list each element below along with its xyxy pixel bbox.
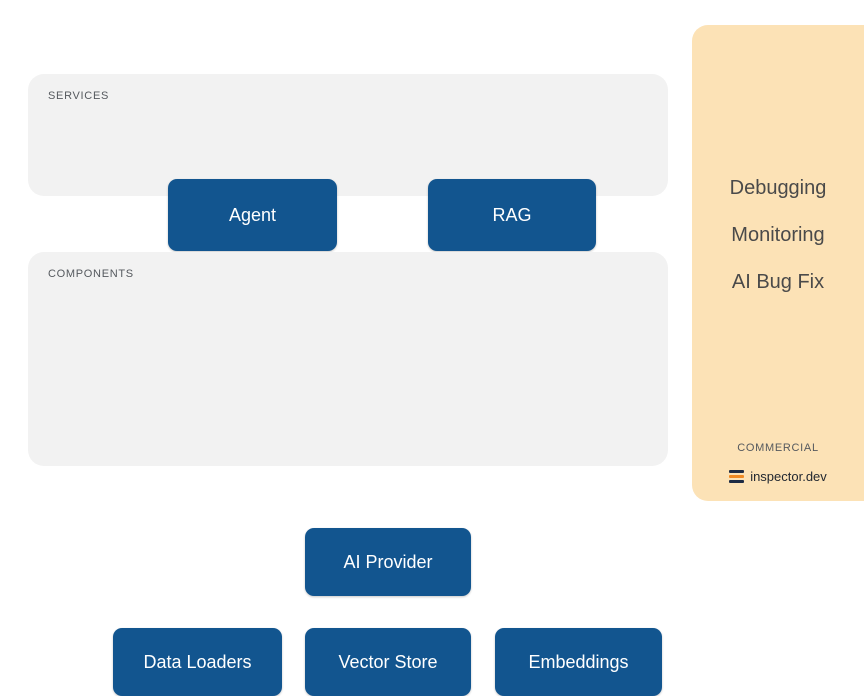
group-panel-components: COMPONENTS AI Provider Data Loaders Vect… — [28, 252, 668, 696]
commercial-label: COMMERCIAL — [737, 442, 819, 454]
commercial-sidebar: Debugging Monitoring AI Bug Fix COMMERCI… — [692, 25, 864, 501]
node-vector-store[interactable]: Vector Store — [305, 628, 471, 696]
sidebar-feature-monitoring: Monitoring — [731, 224, 825, 246]
group-panel-services: SERVICES Agent RAG — [28, 74, 668, 251]
sidebar-feature-list: Debugging Monitoring AI Bug Fix — [730, 178, 827, 292]
inspector-logo-icon — [729, 470, 745, 483]
node-data-loaders[interactable]: Data Loaders — [113, 628, 282, 696]
node-agent[interactable]: Agent — [168, 179, 337, 251]
sidebar-footer: COMMERCIAL inspector.dev — [692, 442, 864, 484]
brand-logo: inspector.dev — [729, 469, 827, 484]
group-label-services: SERVICES — [48, 90, 110, 102]
node-rag[interactable]: RAG — [428, 179, 596, 251]
group-label-components: COMPONENTS — [48, 268, 134, 280]
node-ai-provider[interactable]: AI Provider — [305, 528, 471, 596]
node-embeddings[interactable]: Embeddings — [495, 628, 662, 696]
sidebar-feature-ai-bug-fix: AI Bug Fix — [731, 271, 825, 293]
brand-name-label: inspector.dev — [750, 469, 827, 484]
sidebar-feature-debugging: Debugging — [729, 177, 827, 199]
diagram-canvas: SERVICES Agent RAG COMPONENTS AI Provide… — [28, 25, 864, 696]
